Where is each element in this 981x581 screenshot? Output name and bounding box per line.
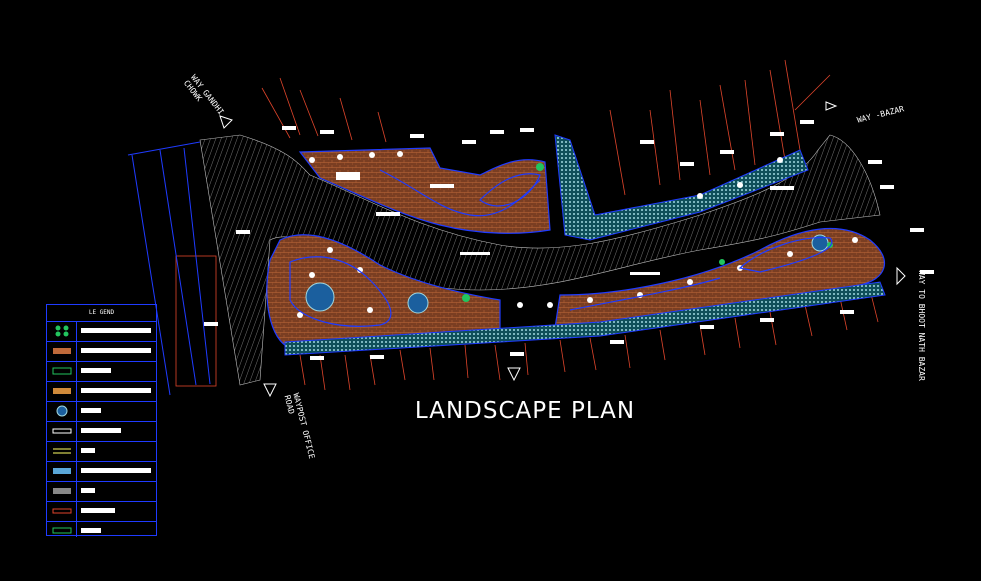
flower-bed-swatch [53, 388, 71, 394]
brick-paving-swatch [53, 348, 71, 354]
green-hedge-swatch [52, 527, 72, 534]
plot-lines-bottom [299, 289, 879, 391]
left-garden [266, 234, 501, 349]
plot-lines-top [261, 59, 831, 196]
tree-symbols [297, 151, 858, 318]
legend-title: LE GEND [47, 305, 156, 322]
legend-row-brick [47, 341, 156, 362]
legend-row-tree [47, 321, 156, 342]
legend-row-flower [47, 381, 156, 402]
dimension-lines [127, 141, 211, 396]
fountain-icon [56, 405, 68, 417]
top-garden [298, 147, 551, 234]
legend-box: LE GEND [46, 304, 157, 537]
legend-row-water [47, 461, 156, 482]
water-swatch [53, 468, 71, 474]
lower-paving [284, 281, 886, 356]
drawing-title: LANDSCAPE PLAN [414, 398, 636, 424]
legend-row-red-border [47, 501, 156, 522]
stone-paving-swatch [53, 488, 71, 494]
footpath-swatch [52, 428, 72, 434]
legend-row-footpath [47, 421, 156, 442]
fountain-left [305, 282, 335, 312]
road-label-bhoot-nath: WAY TO BHOOT NATH BAZAR [917, 270, 926, 381]
tree-icon [55, 325, 69, 337]
lawn-swatch [52, 367, 72, 375]
direction-arrows [219, 101, 906, 398]
fountain-mid [407, 292, 429, 314]
shrubs [462, 163, 833, 302]
left-parcel [175, 255, 217, 387]
legend-row-hedge [47, 521, 156, 537]
double-line-swatch [53, 448, 71, 454]
upper-paving [554, 134, 809, 241]
legend-row-lawn [47, 361, 156, 382]
annotation-blocks [204, 120, 934, 360]
legend-row-fountain [47, 401, 156, 422]
red-border-swatch [52, 508, 72, 514]
legend-row-stone [47, 481, 156, 502]
legend-row-double-line [47, 441, 156, 462]
garden-paths [289, 169, 833, 327]
